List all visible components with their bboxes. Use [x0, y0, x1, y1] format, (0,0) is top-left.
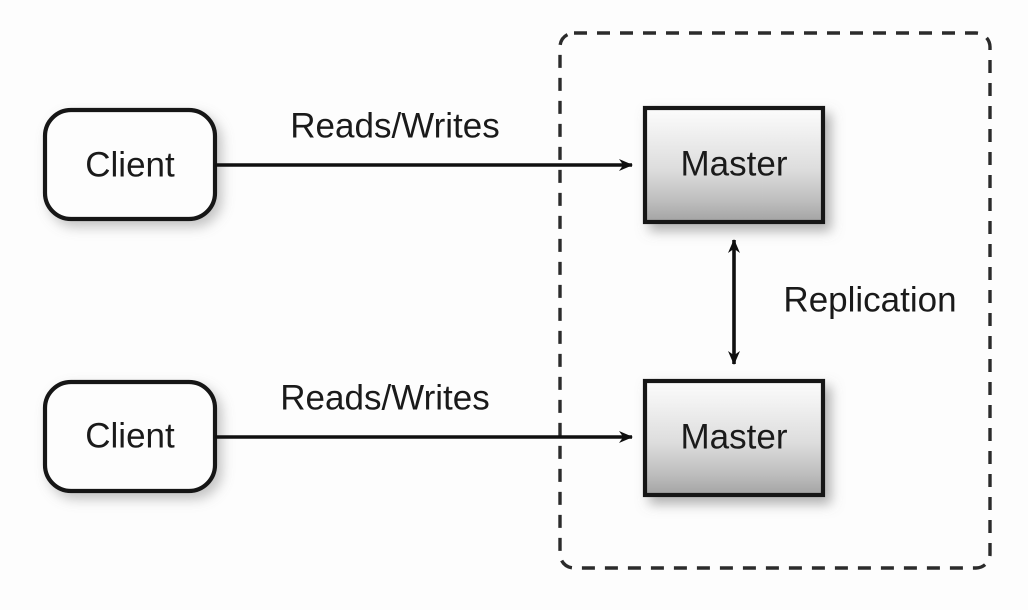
edge-client-bottom-master-bottom: Reads/Writes [215, 378, 633, 443]
node-client-bottom[interactable]: Client [42, 379, 218, 494]
edge-label-reads-writes-top: Reads/Writes [290, 106, 499, 145]
node-master-bottom[interactable]: Master [642, 378, 826, 498]
client-bottom-label: Client [85, 416, 175, 455]
master-bottom-label: Master [681, 417, 788, 456]
node-master-top[interactable]: Master [642, 105, 826, 225]
master-top-shape [642, 105, 826, 225]
edge-label-replication: Replication [783, 280, 956, 319]
edge-label-reads-writes-bottom: Reads/Writes [280, 378, 489, 417]
edge-master-replication: Replication [728, 239, 957, 365]
client-top-label: Client [85, 145, 175, 184]
replication-cluster-boundary [558, 31, 992, 570]
node-client-top[interactable]: Client [42, 107, 218, 222]
master-top-label: Master [681, 144, 788, 183]
master-bottom-shape [642, 378, 826, 498]
edge-client-top-master-top: Reads/Writes [215, 106, 633, 171]
